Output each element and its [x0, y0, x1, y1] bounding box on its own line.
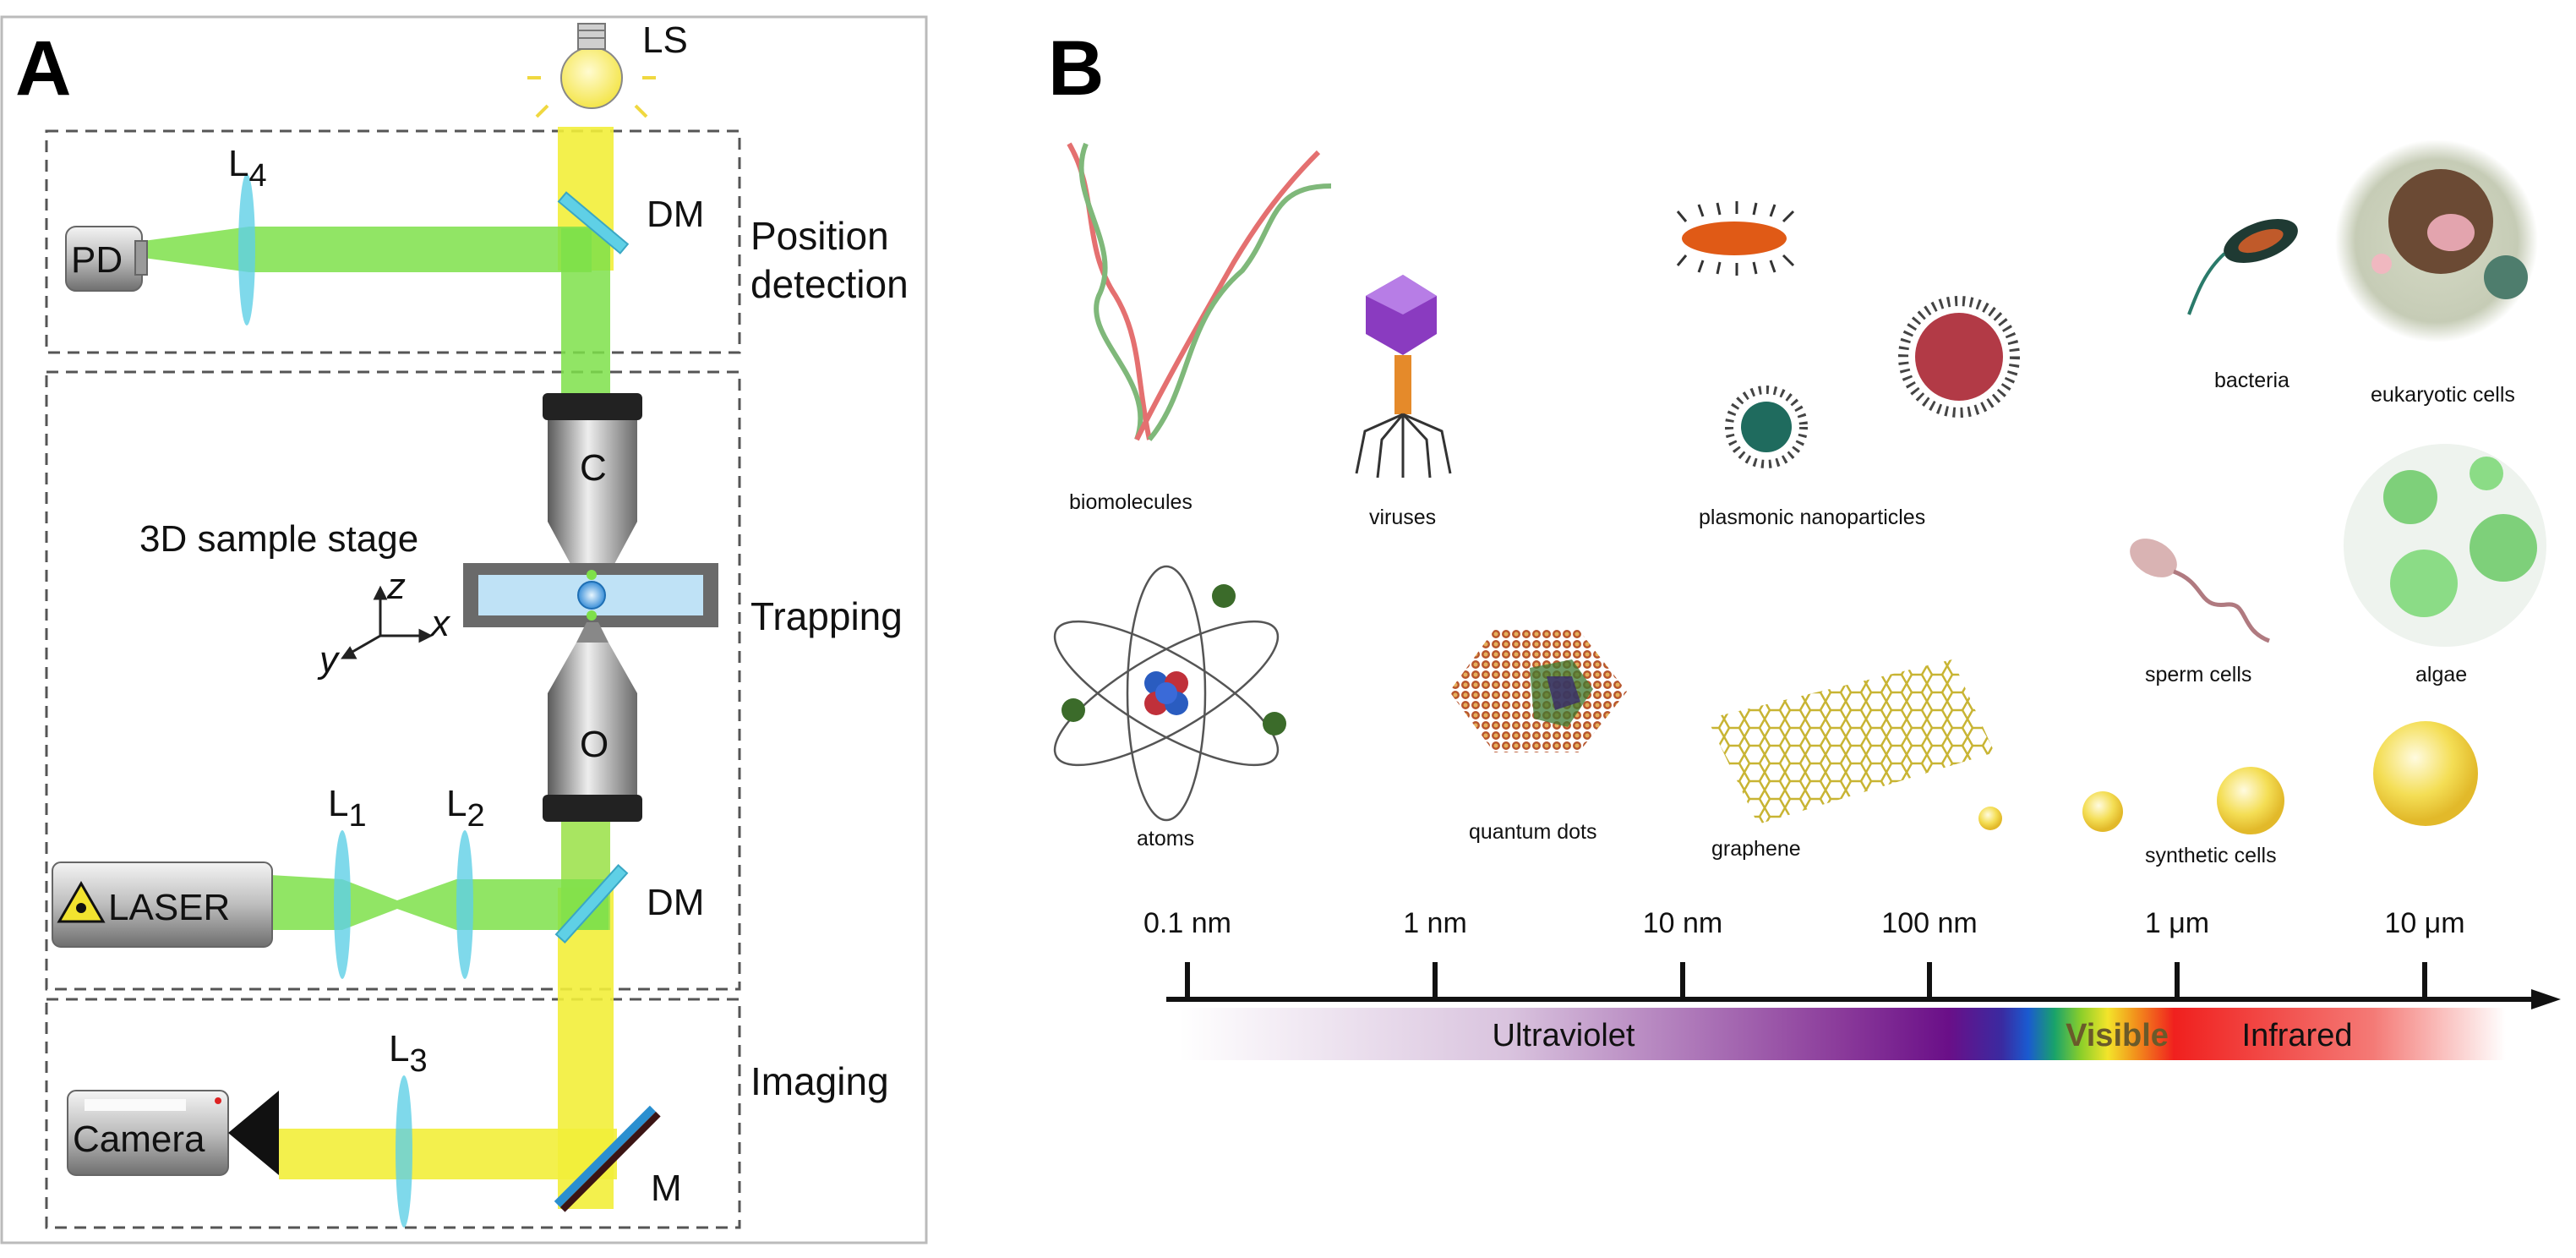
- trapping-box: [45, 370, 741, 991]
- photodiode-label: PD: [71, 239, 123, 281]
- panel-a-letter: A: [15, 25, 71, 112]
- objective-label: O: [580, 724, 609, 765]
- tick-label: 1 μm: [2145, 907, 2209, 939]
- imaging-label: Imaging: [750, 1059, 889, 1103]
- lens-l1: [334, 830, 351, 979]
- spectrum-band: [1179, 1008, 2506, 1060]
- tick-label: 10 nm: [1643, 907, 1723, 939]
- algae-icon: [2344, 444, 2546, 647]
- lens-l1-label: L1: [328, 783, 367, 834]
- sample-stage: [463, 563, 718, 627]
- biomolecules-label: biomolecules: [1069, 490, 1192, 514]
- laser-label: LASER: [108, 887, 230, 928]
- viruses-label: viruses: [1369, 506, 1436, 529]
- visible-label: Visible: [2066, 1018, 2169, 1053]
- stage-label: 3D sample stage: [139, 518, 418, 560]
- axis-x-label: x: [429, 603, 451, 644]
- tick-label: 100 nm: [1881, 907, 1977, 939]
- panel-a-frame: [0, 15, 928, 1244]
- dna-icon: [1067, 142, 1332, 441]
- nanosphere-large-icon: [1898, 296, 2020, 418]
- trapped-bead: [577, 581, 606, 610]
- atom-icon: [1053, 565, 1286, 822]
- green-beam-detection: [144, 227, 592, 272]
- tick-label: 0.1 nm: [1143, 907, 1231, 939]
- lens-l3: [396, 1075, 412, 1228]
- camera-label: Camera: [73, 1119, 205, 1160]
- scale-axis-arrow: [2531, 989, 2561, 1009]
- lens-l3-label: L3: [389, 1028, 428, 1079]
- green-beam-laser: [270, 875, 609, 930]
- panel-b-letter: B: [1048, 25, 1104, 112]
- mirror-icon: [554, 1105, 661, 1212]
- dichroic-bottom-label: DM: [647, 882, 704, 923]
- lens-l2: [456, 830, 473, 979]
- panel-b-diagram: B biomolecules viruses: [1048, 25, 2561, 1060]
- imaging-box: [45, 998, 741, 1229]
- quantum-dots-label: quantum dots: [1469, 820, 1597, 844]
- bacteria-icon: [2187, 219, 2298, 315]
- dichroic-mirror-bottom: [554, 864, 629, 944]
- lens-l4: [238, 173, 255, 325]
- graphene-icon: [1707, 659, 1995, 824]
- eukaryotic-cell-icon: [2335, 139, 2538, 342]
- light-source-label: LS: [642, 19, 688, 61]
- bacteria-label: bacteria: [2214, 369, 2289, 392]
- camera-icon: [67, 1090, 279, 1176]
- panel-a-diagram: A LS DM PD L4 Position detection Trappin…: [0, 15, 928, 1244]
- graphene-label: graphene: [1711, 837, 1801, 861]
- virus-icon: [1355, 275, 1452, 479]
- nanosphere-small-icon: [1725, 386, 1808, 468]
- quantum-dot-icon: [1449, 630, 1627, 752]
- lens-l2-label: L2: [446, 783, 485, 834]
- eukaryotic-label: eukaryotic cells: [2371, 383, 2515, 407]
- yellow-beam-horizontal: [279, 1129, 617, 1179]
- condenser-label: C: [580, 447, 607, 489]
- synthetic-cells-icon: [1978, 721, 2478, 834]
- atoms-label: atoms: [1137, 827, 1194, 851]
- algae-label: algae: [2415, 663, 2467, 686]
- scale-ticks: [1185, 962, 2427, 999]
- nanorod-icon: [1676, 201, 1795, 276]
- position-detection-box: [45, 129, 741, 354]
- position-detection-label: Position: [750, 214, 889, 258]
- infrared-label: Infrared: [2242, 1018, 2353, 1053]
- trapping-label: Trapping: [750, 594, 903, 638]
- laser-icon: [52, 861, 273, 948]
- dichroic-mirror-top: [557, 191, 630, 254]
- sperm-cell-icon: [2130, 539, 2270, 643]
- tick-label: 1 nm: [1403, 907, 1467, 939]
- light-bulb-icon: [527, 23, 656, 118]
- synthetic-label: synthetic cells: [2145, 844, 2277, 867]
- position-detection-label-2: detection: [750, 262, 909, 306]
- ultraviolet-label: Ultraviolet: [1493, 1018, 1635, 1053]
- axis-y-label: y: [317, 639, 341, 681]
- plasmonic-label: plasmonic nanoparticles: [1699, 506, 1925, 529]
- lens-l4-label: L4: [228, 143, 267, 194]
- dichroic-top-label: DM: [647, 194, 704, 235]
- axis-z-label: z: [386, 566, 406, 607]
- mirror-label: M: [651, 1168, 682, 1209]
- tick-label: 10 μm: [2384, 907, 2464, 939]
- objective-icon: [543, 622, 642, 822]
- xyz-axes-icon: [341, 585, 434, 659]
- sperm-label: sperm cells: [2145, 663, 2251, 686]
- photodiode-icon: [65, 226, 148, 292]
